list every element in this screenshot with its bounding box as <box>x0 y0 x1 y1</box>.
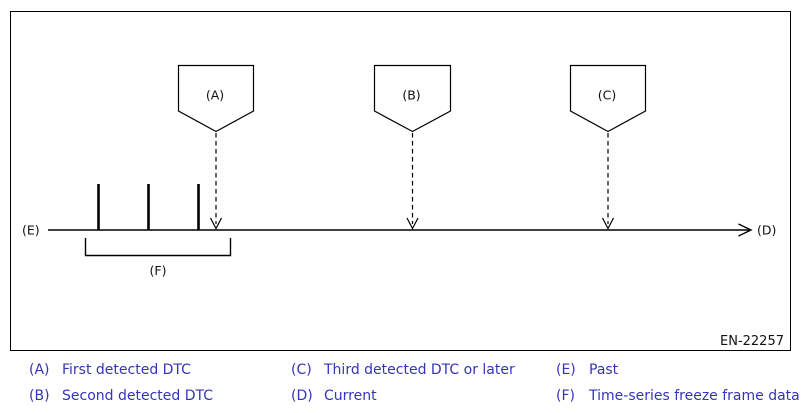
legend-text: Time-series freeze frame data <box>589 388 800 404</box>
timeline-axis: (E) (D) <box>22 223 776 238</box>
legend-item-d: (D) Current <box>291 383 515 409</box>
legend-text: Second detected DTC <box>62 388 213 404</box>
legend-column-3: (E) Past (F) Time-series freeze frame da… <box>556 357 800 409</box>
timeline-arrowhead-icon <box>738 223 753 237</box>
marker-banner-icon <box>373 64 452 133</box>
freeze-frame-ticks <box>97 184 200 230</box>
marker-b-label: (B) <box>402 88 420 103</box>
legend-item-b: (B) Second detected DTC <box>29 383 213 409</box>
marker-c: (C) <box>569 64 647 230</box>
legend-key: (F) <box>556 388 575 404</box>
legend-text: Past <box>589 362 619 378</box>
bracket-shape <box>84 238 232 257</box>
legend-item-c: (C) Third detected DTC or later <box>291 357 515 383</box>
freeze-frame-bracket: (F) <box>84 238 232 278</box>
legend-key: (D) <box>291 388 313 404</box>
legend-item-f: (F) Time-series freeze frame data <box>556 383 800 409</box>
current-label: (D) <box>757 223 776 238</box>
legend-item-e: (E) Past <box>556 357 800 383</box>
legend-key: (C) <box>291 362 312 378</box>
bracket-label: (F) <box>150 263 167 278</box>
figure-code: EN-22257 <box>720 334 784 349</box>
legend-text: First detected DTC <box>62 362 191 378</box>
legend-key: (B) <box>29 388 50 404</box>
legend: (A) First detected DTC (B) Second detect… <box>0 357 807 413</box>
legend-key: (E) <box>556 362 576 378</box>
legend-item-a: (A) First detected DTC <box>29 357 213 383</box>
legend-text: Third detected DTC or later <box>324 362 515 378</box>
legend-text: Current <box>324 388 377 404</box>
marker-c-label: (C) <box>598 88 616 103</box>
marker-banner-icon <box>569 64 647 133</box>
marker-b-arrowhead-icon <box>406 217 419 230</box>
marker-c-arrowhead-icon <box>601 217 615 230</box>
marker-a-label: (A) <box>206 88 224 103</box>
marker-banner-icon <box>177 64 255 133</box>
past-label: (E) <box>22 223 40 238</box>
marker-b: (B) <box>373 64 452 230</box>
figure-frame <box>10 11 791 351</box>
legend-key: (A) <box>29 362 50 378</box>
marker-a-arrowhead-icon <box>209 217 223 230</box>
legend-column-1: (A) First detected DTC (B) Second detect… <box>29 357 213 409</box>
marker-a: (A) <box>177 64 255 230</box>
legend-column-2: (C) Third detected DTC or later (D) Curr… <box>291 357 515 409</box>
